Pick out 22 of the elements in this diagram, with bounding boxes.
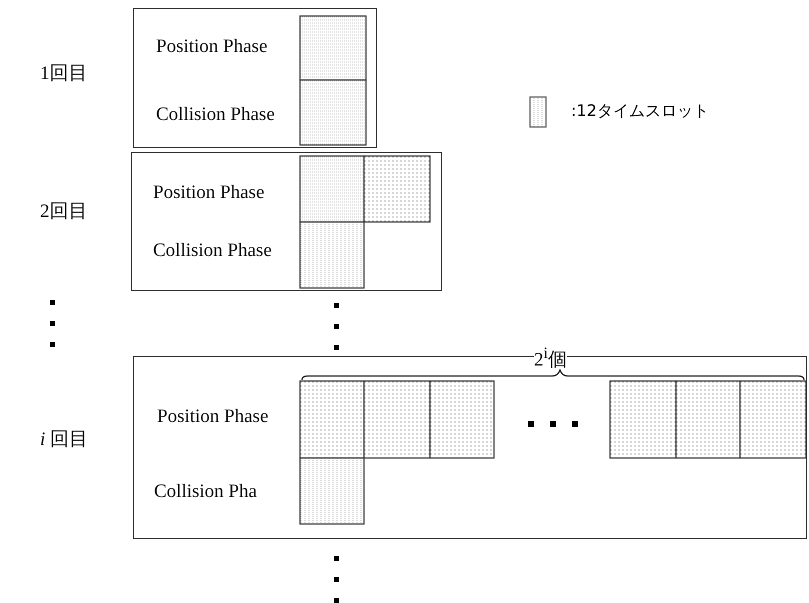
phase-label: Position Phase — [156, 37, 268, 56]
phase-panel — [131, 152, 442, 291]
phase-label: Position Phase — [157, 407, 268, 426]
phase-label: Position Phase — [153, 183, 264, 202]
time-slot-square — [364, 380, 430, 458]
legend-label: :12タイムスロット — [571, 101, 709, 122]
phase-panel — [133, 8, 377, 148]
time-slot-square — [300, 380, 364, 458]
time-slot-square — [300, 156, 364, 222]
time-slot-square — [610, 380, 676, 458]
time-slot-square — [300, 222, 364, 288]
phase-label: Collision Phase — [153, 241, 272, 260]
count-label: 2$^{i}$個 — [534, 346, 567, 370]
time-slot-square — [740, 380, 806, 458]
time-slot-square — [300, 80, 366, 145]
time-slot-square — [364, 156, 430, 222]
time-slot-square — [300, 16, 366, 80]
phase-label: Collision Phase — [156, 105, 275, 124]
time-slot-square — [676, 380, 740, 458]
phase-label: Collision Pha — [154, 482, 257, 501]
time-slot-square — [430, 380, 494, 458]
time-slot-square — [300, 458, 364, 524]
